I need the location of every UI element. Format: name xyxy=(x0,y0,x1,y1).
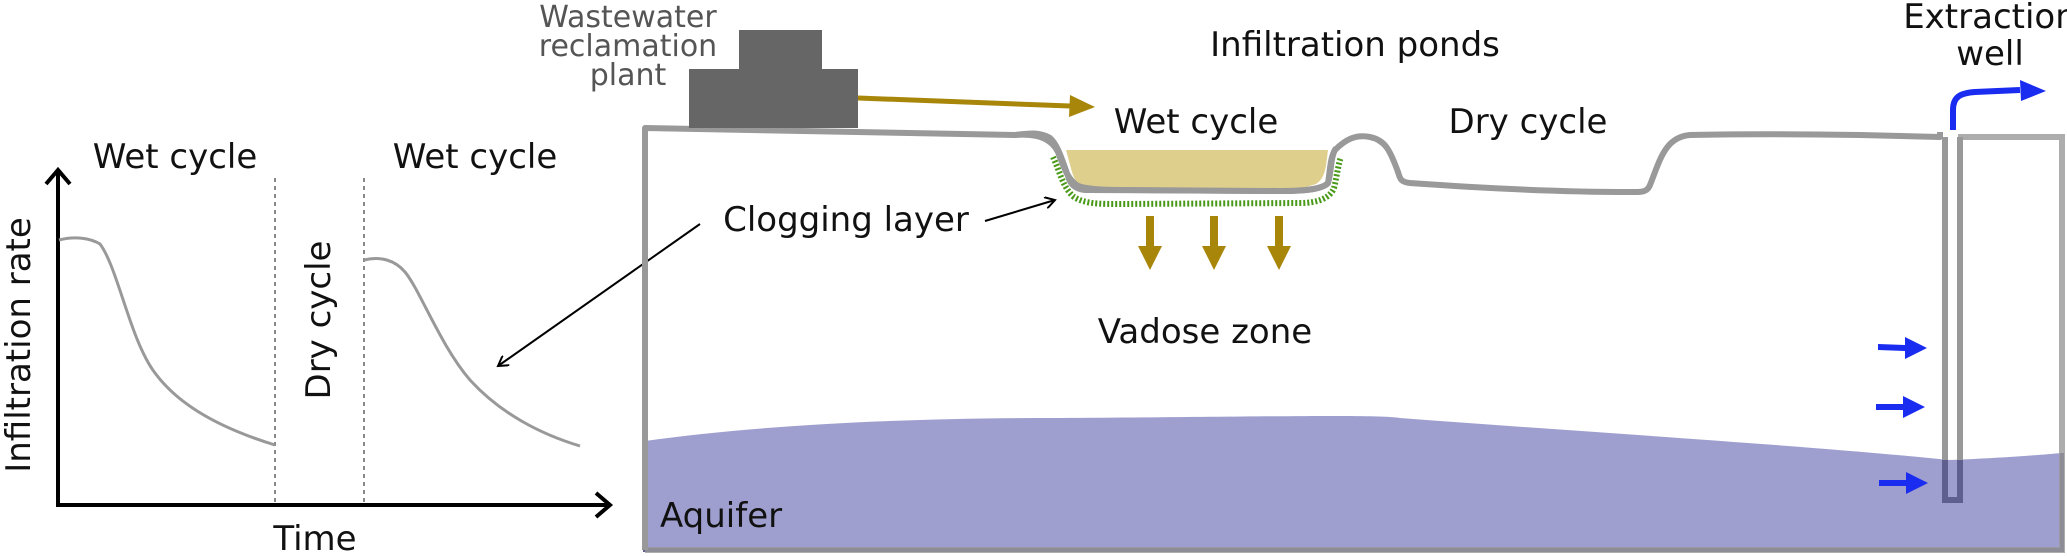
groundwater-flow-arrow-right-icon xyxy=(1876,396,1925,418)
clogging-to-graph-pointer-arrow xyxy=(498,223,701,366)
plant-to-pond-arrowhead-icon xyxy=(1069,95,1095,117)
infiltration-arrow-down-icon xyxy=(1138,216,1162,270)
extraction-well-label-line-2: well xyxy=(1956,34,2024,74)
aquifer-label: Aquifer xyxy=(660,496,782,536)
clogging-layer xyxy=(1050,155,1344,208)
plant-label-line-3: plant xyxy=(590,58,667,93)
graph-wet-cycle-2-label: Wet cycle xyxy=(393,137,558,177)
plant-label-line-1: Wastewater xyxy=(539,0,717,35)
x-axis-label: Time xyxy=(272,519,356,556)
pond-water-wet xyxy=(1066,150,1328,190)
extraction-flow-arrowhead-icon xyxy=(2020,80,2046,101)
groundwater-flow-arrow-right-icon xyxy=(1879,472,1928,494)
pond-bottom-wet xyxy=(1014,131,1339,195)
groundwater-flow-arrow-right-icon xyxy=(1878,337,1927,359)
extraction-well-casing xyxy=(1942,137,1963,503)
infiltration-arrow-down-icon xyxy=(1267,216,1291,270)
y-axis-label: Infiltration rate xyxy=(0,217,39,473)
groundwater-flow-arrows xyxy=(1876,337,1928,494)
wastewater-reclamation-plant-icon xyxy=(689,30,858,128)
infiltration-rate-graph: Wet cycle Wet cycle Dry cycle Infiltrati… xyxy=(0,137,614,556)
pond-wet-cycle-label: Wet cycle xyxy=(1114,102,1279,142)
ground-surface-right xyxy=(645,134,2065,553)
infiltration-arrow-down-icon xyxy=(1202,216,1226,270)
y-axis-arrowhead xyxy=(44,166,72,186)
infiltration-curve-wet-cycle-2 xyxy=(363,257,581,448)
cross-section xyxy=(642,30,2065,553)
clogging-layer-pointer-arrow xyxy=(984,200,1055,222)
infiltration-arrows xyxy=(1138,216,1291,270)
vadose-zone-label: Vadose zone xyxy=(1098,312,1312,352)
extraction-flow-line xyxy=(1950,87,2021,130)
aquifer xyxy=(645,415,2062,550)
graph-wet-cycle-1-label: Wet cycle xyxy=(93,137,258,177)
infiltration-curve-wet-cycle-1 xyxy=(58,236,276,447)
plant-label-line-2: reclamation xyxy=(539,29,717,64)
pond-dry-cycle-label: Dry cycle xyxy=(1449,102,1608,142)
extraction-well-label-line-1: Extraction xyxy=(1903,0,2067,37)
clogging-layer-label: Clogging layer xyxy=(723,200,969,240)
infiltration-ponds-title: Infiltration ponds xyxy=(1210,25,1500,65)
graph-dry-cycle-label: Dry cycle xyxy=(299,241,339,400)
extraction-well-casing-submerged xyxy=(1942,460,1963,503)
x-axis-arrowhead xyxy=(594,491,614,519)
plant-to-pond-flow-line xyxy=(857,95,1071,109)
